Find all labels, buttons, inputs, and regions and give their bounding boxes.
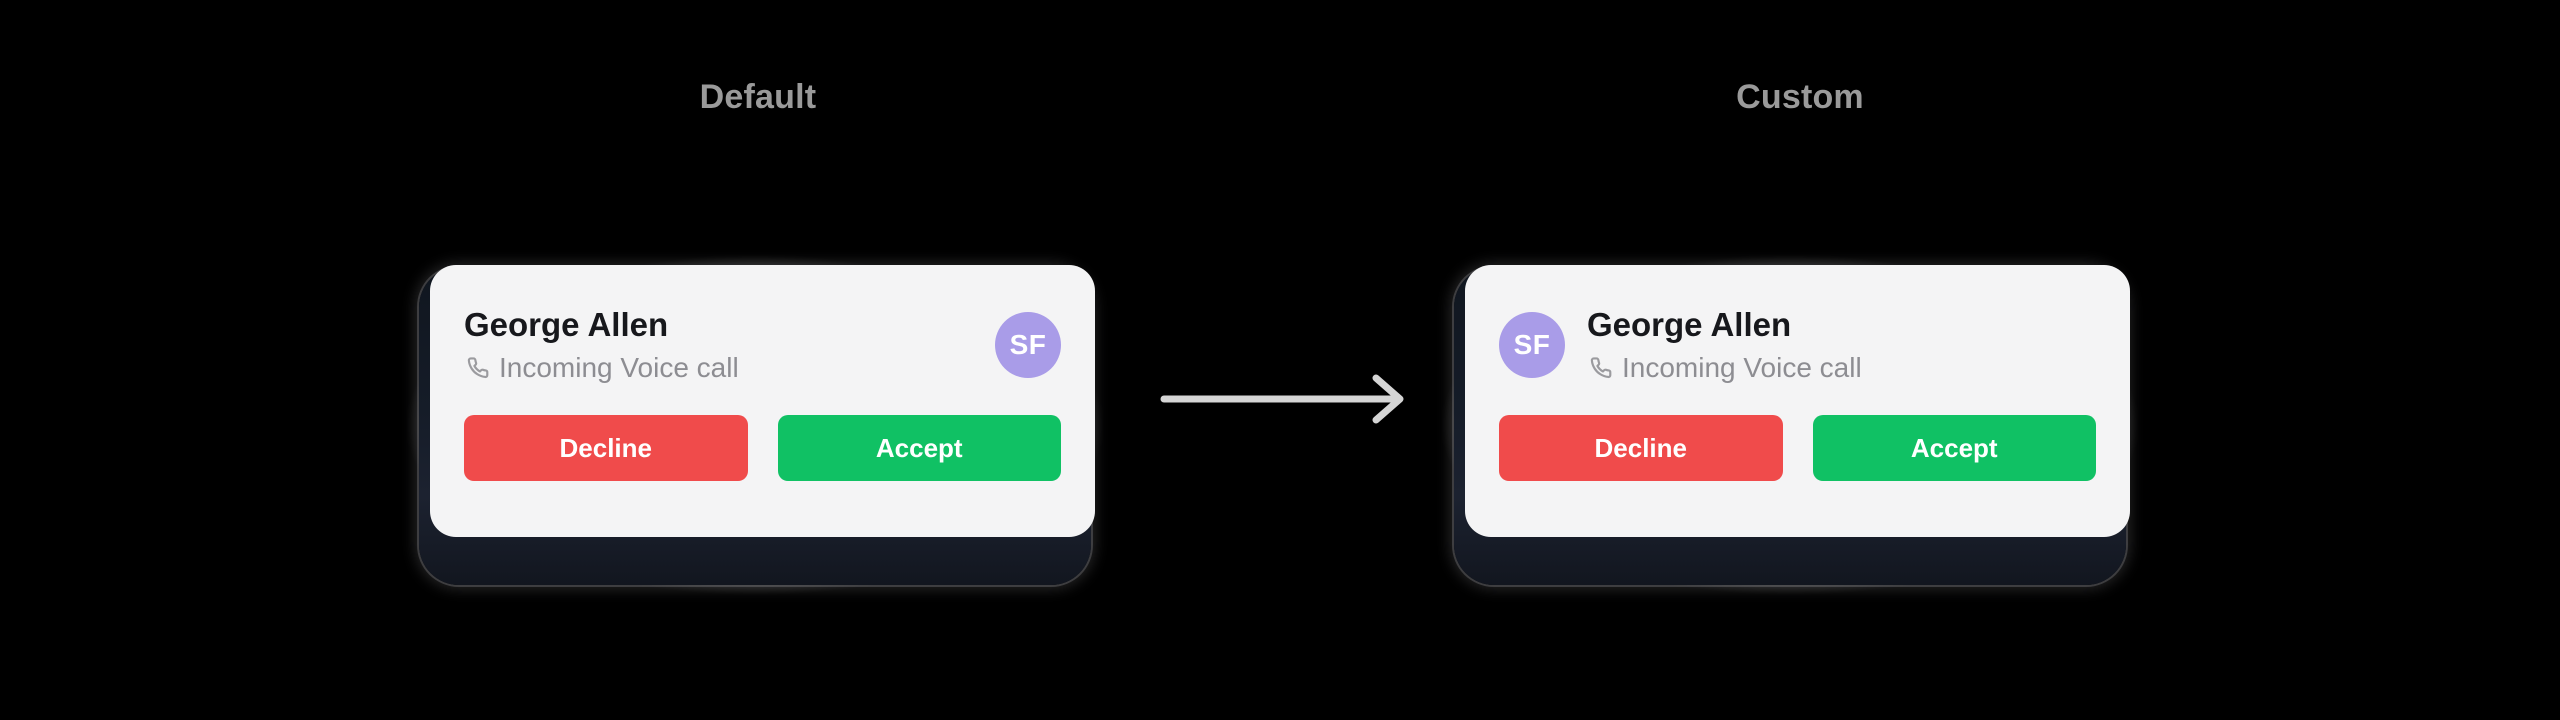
arrow-right-icon xyxy=(1160,374,1404,424)
caller-header-row: SF George Allen Incoming Voice call xyxy=(1499,297,2096,393)
call-status-text: Incoming Voice call xyxy=(499,351,739,383)
avatar: SF xyxy=(1499,312,1565,378)
decline-button[interactable]: Decline xyxy=(1499,415,1783,481)
column-label-custom: Custom xyxy=(1736,78,1864,116)
call-status-line: Incoming Voice call xyxy=(464,351,739,385)
accept-button[interactable]: Accept xyxy=(1812,415,2096,481)
call-card-custom: SF George Allen Incoming Voice call Decl… xyxy=(1440,255,2140,605)
caller-header-row: George Allen Incoming Voice call SF xyxy=(464,297,1061,393)
caller-text-block: George Allen Incoming Voice call xyxy=(464,306,739,385)
notification-card-body: George Allen Incoming Voice call SF Decl… xyxy=(430,265,1095,537)
decline-button[interactable]: Decline xyxy=(464,415,748,481)
call-status-line: Incoming Voice call xyxy=(1587,351,1862,385)
notification-card-body: SF George Allen Incoming Voice call Decl… xyxy=(1465,265,2130,537)
notification-card[interactable]: SF George Allen Incoming Voice call Decl… xyxy=(1465,265,2130,537)
phone-call-icon xyxy=(467,357,489,379)
phone-call-icon xyxy=(1590,357,1612,379)
accept-button[interactable]: Accept xyxy=(777,415,1061,481)
caller-text-block: George Allen Incoming Voice call xyxy=(1587,306,1862,385)
column-label-default: Default xyxy=(699,78,817,116)
notification-card[interactable]: George Allen Incoming Voice call SF Decl… xyxy=(430,265,1095,537)
call-card-default: George Allen Incoming Voice call SF Decl… xyxy=(405,255,1105,605)
avatar: SF xyxy=(995,312,1061,378)
call-status-text: Incoming Voice call xyxy=(1622,351,1862,383)
caller-name: George Allen xyxy=(1587,305,1792,343)
call-action-row: Decline Accept xyxy=(1499,415,2096,481)
call-action-row: Decline Accept xyxy=(464,415,1061,481)
caller-name: George Allen xyxy=(464,305,669,343)
